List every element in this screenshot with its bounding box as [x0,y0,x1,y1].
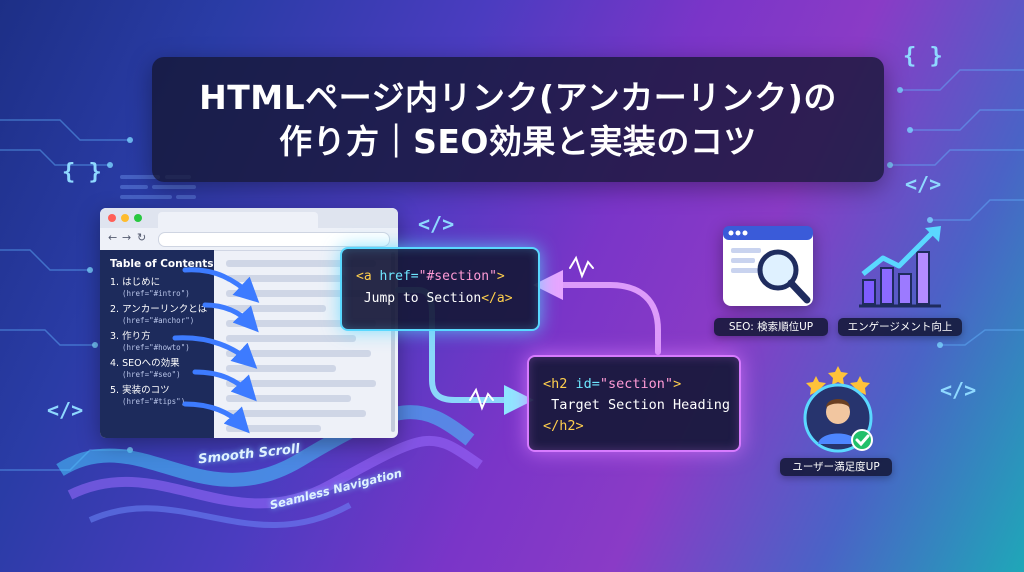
toc-item-label: 3. 作り方 [110,331,151,342]
toc-item: 2. アンカーリンクとは (href="#anchor") [110,304,214,326]
code-text: Target Section Heading [551,397,730,413]
toc-arrow [192,369,257,402]
code-tag: > [673,376,682,392]
reload-icon: ↻ [137,231,147,244]
title-banner: HTMLページ内リンク(アンカーリンク)の 作り方｜SEO効果と実装のコツ [152,57,884,182]
toc-item: 1. はじめに (href="#intro") [110,277,214,299]
forward-arrow-icon: → [122,231,132,244]
code-tag: > [496,269,505,284]
pulse-line [469,387,494,411]
curly-brace-icon: { } [903,44,943,69]
pulse-line [569,255,594,279]
toc-item-href: (href="#anchor") [122,316,195,325]
code-value: "section" [599,376,674,392]
back-arrow-icon: ← [108,231,118,244]
scrollbar[interactable] [391,252,395,432]
address-bar [158,232,390,247]
title-line-2: 作り方｜SEO効果と実装のコツ [279,121,757,161]
seo-label: SEO: 検索順位UP [714,318,828,336]
code-tag-icon: </> [905,172,942,196]
return-connector [533,270,661,355]
code-tag: <h2 [543,376,568,392]
toc-arrow [172,335,258,369]
growth-chart-icon [859,226,941,308]
toc-item: 3. 作り方 (href="#howto") [110,331,214,353]
close-dot-icon [108,214,116,222]
curly-brace-icon: { } [62,160,102,185]
code-tag: <a [356,269,372,284]
toc-item-href: (href="#seo") [122,370,181,379]
toc-item-href: (href="#intro") [122,289,190,298]
toc-arrow [202,302,259,333]
code-tag: </a> [481,291,513,306]
minimize-dot-icon [121,214,129,222]
toc-item: 4. SEOへの効果 (href="#seo") [110,358,214,380]
toc-heading: Table of Contents [110,258,214,270]
toc-item-href: (href="#howto") [122,343,190,352]
target-heading-code: <h2 id="section"> Target Section Heading… [527,355,741,452]
page-content-placeholder [226,260,386,438]
satisfaction-label: ユーザー満足度UP [780,458,892,476]
code-tag-icon: </> [47,398,84,422]
anchor-link-code: <a href="#section"> Jump to Section</a> [340,247,540,331]
toc-item: 5. 実装のコツ (href="#tips") [110,385,214,407]
code-value: "#section" [418,269,497,284]
browser-titlebar [100,208,398,228]
seo-card [723,226,813,306]
toc-item-label: 2. アンカーリンクとは [110,304,208,315]
code-attr: id= [567,376,600,392]
engagement-label: エンゲージメント向上 [838,318,962,336]
toc-item-label: 4. SEOへの効果 [110,358,180,369]
code-tag-icon: </> [418,212,455,236]
code-tag: </h2> [543,418,584,434]
toc-arrow [182,401,250,434]
title-line-1: HTMLページ内リンク(アンカーリンク)の [199,77,837,117]
code-attr: href= [371,269,419,284]
magnifier-icon [723,226,813,304]
toc-item-label: 5. 実装のコツ [110,385,170,396]
toc-arrow [182,267,260,303]
toc-item-href: (href="#tips") [122,397,186,406]
browser-tab [158,212,318,228]
user-avatar-icon [803,366,873,453]
toc-item-label: 1. はじめに [110,277,161,288]
code-text: Jump to Section [363,291,482,306]
code-tag-icon: </> [940,378,977,402]
maximize-dot-icon [134,214,142,222]
browser-toolbar: ← → ↻ [100,228,398,251]
